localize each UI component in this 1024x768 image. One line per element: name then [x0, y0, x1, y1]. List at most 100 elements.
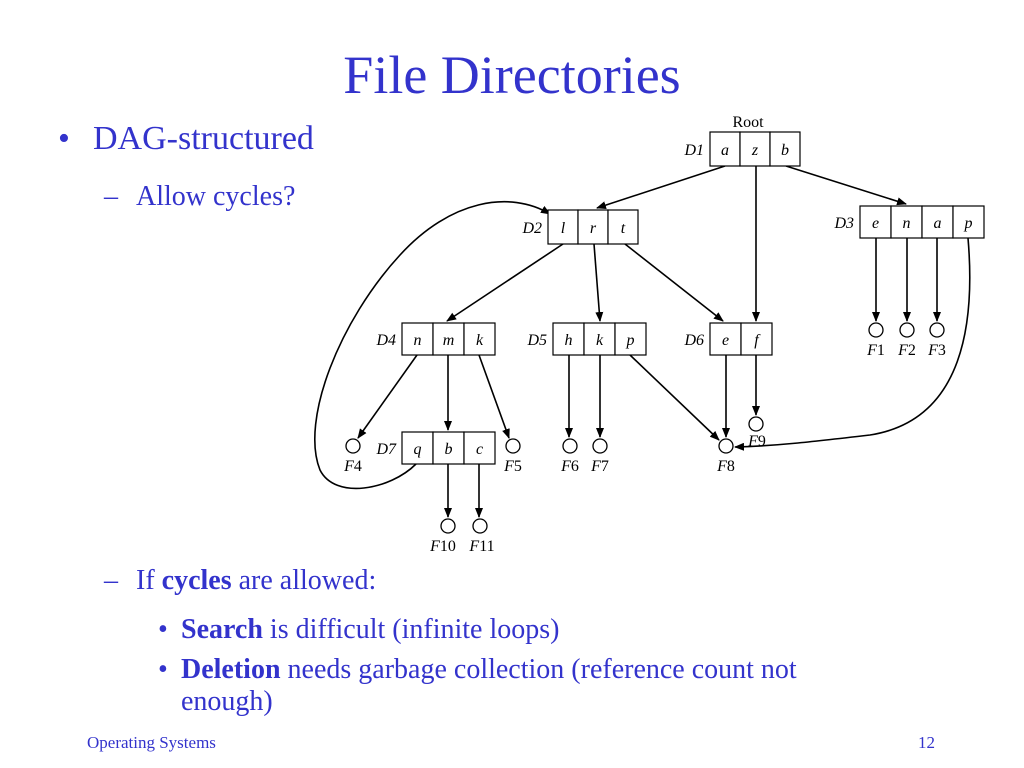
directory-entry: p	[626, 332, 635, 349]
footer-course: Operating Systems	[87, 733, 216, 752]
dash-marker: –	[104, 181, 118, 212]
file-node	[748, 416, 764, 432]
file-node	[868, 322, 884, 338]
file-label: F1	[866, 342, 885, 359]
directory-entry-cell	[463, 322, 496, 356]
directory-entry: p	[964, 215, 973, 232]
directory-entry-cell	[583, 322, 616, 356]
deletion-continuation: enough)	[181, 686, 273, 717]
bullet-marker: •	[158, 614, 168, 645]
edge-d2-r-to-d5	[593, 243, 604, 322]
file-node	[345, 438, 361, 454]
directory-entry-cell	[607, 209, 639, 245]
directory-entry: c	[476, 441, 483, 458]
directory-entry-cell	[401, 431, 434, 465]
file-f7: F7	[590, 438, 609, 475]
file-label: F7	[590, 458, 609, 475]
directory-entry: r	[590, 220, 597, 237]
file-f3: F3	[927, 322, 946, 359]
file-node	[929, 322, 945, 338]
footer-page-number: 12	[918, 733, 935, 752]
directory-entry: k	[596, 332, 604, 349]
directory-entry: h	[565, 332, 573, 349]
file-f10: F10	[429, 518, 456, 555]
directory-entry: n	[903, 215, 911, 232]
bullet-marker: •	[158, 654, 168, 685]
directory-d3: D3 e n a p	[833, 205, 985, 239]
directory-entry: m	[443, 332, 455, 349]
file-node	[562, 438, 578, 454]
file-f8: F8	[716, 438, 735, 475]
directory-entry: t	[621, 220, 626, 237]
file-f6: F6	[560, 438, 579, 475]
file-f11: F11	[468, 518, 495, 555]
file-f1: F1	[866, 322, 885, 359]
file-f2: F2	[897, 322, 916, 359]
edge-d2-l-to-d4	[446, 243, 564, 322]
if-text: If	[136, 565, 162, 596]
file-node	[592, 438, 608, 454]
file-label: F2	[897, 342, 916, 359]
directory-label: D3	[833, 215, 854, 232]
file-node	[505, 438, 521, 454]
file-node	[472, 518, 488, 534]
file-f4: F4	[343, 438, 362, 475]
edge-d2-t-to-d6	[624, 243, 724, 322]
file-label: F10	[429, 538, 456, 555]
directory-entry-cell	[614, 322, 647, 356]
edge-d1-b-to-d3	[785, 165, 907, 206]
deletion-bold: Deletion	[181, 654, 281, 685]
file-label: F8	[716, 458, 735, 475]
directory-entry: e	[722, 332, 729, 349]
file-node	[899, 322, 915, 338]
directory-entry: a	[934, 215, 942, 232]
directory-label: D1	[683, 142, 704, 159]
file-label: F9	[747, 433, 766, 450]
directory-entry-cell	[709, 322, 742, 356]
sub-bullet-text: If cycles are allowed:	[136, 565, 376, 597]
directory-label: D2	[521, 220, 542, 237]
edge-d3-p-to-f8	[734, 237, 971, 451]
search-bold: Search	[181, 614, 263, 645]
slide-title: File Directories	[343, 45, 681, 105]
allowed-text: are allowed:	[231, 565, 377, 596]
directory-label: D5	[526, 332, 547, 349]
directory-label: D4	[375, 332, 396, 349]
edge-d4-n-to-f4	[357, 354, 418, 439]
directory-entry: a	[721, 142, 729, 159]
directory-entry-cell	[859, 205, 892, 239]
deletion-rest: needs garbage collection (reference coun…	[280, 654, 797, 685]
edge-d5-p-to-f8	[629, 354, 720, 441]
edge-d7-q-to-d2-cycle	[314, 200, 551, 490]
file-label: F5	[503, 458, 522, 475]
file-label: F11	[468, 538, 494, 555]
file-label: F6	[560, 458, 579, 475]
directory-entry-cell	[463, 431, 496, 465]
sub-bullet-text: Allow cycles?	[136, 181, 296, 212]
directory-entry: f	[754, 332, 761, 349]
file-label: F4	[343, 458, 362, 475]
directory-entry-cell	[890, 205, 923, 239]
directory-label: D7	[375, 441, 397, 458]
bullet-text: DAG-structured	[93, 120, 314, 157]
directory-entry: z	[751, 142, 759, 159]
directory-entry: e	[872, 215, 879, 232]
file-f9: F9	[747, 416, 766, 450]
dash-marker: –	[104, 565, 118, 596]
edge-d4-k-to-f5	[478, 354, 510, 439]
bullet-marker: •	[58, 120, 70, 157]
root-label: Root	[732, 114, 764, 131]
file-f5: F5	[503, 438, 522, 475]
directory-entry-cell	[952, 205, 985, 239]
edge-d1-a-to-d2	[596, 165, 726, 209]
search-rest: is difficult (infinite loops)	[262, 614, 560, 645]
directory-entry: b	[445, 441, 453, 458]
directory-entry-cell	[709, 131, 741, 167]
file-node	[440, 518, 456, 534]
cycles-bold: cycles	[161, 565, 232, 596]
file-node	[718, 438, 734, 454]
